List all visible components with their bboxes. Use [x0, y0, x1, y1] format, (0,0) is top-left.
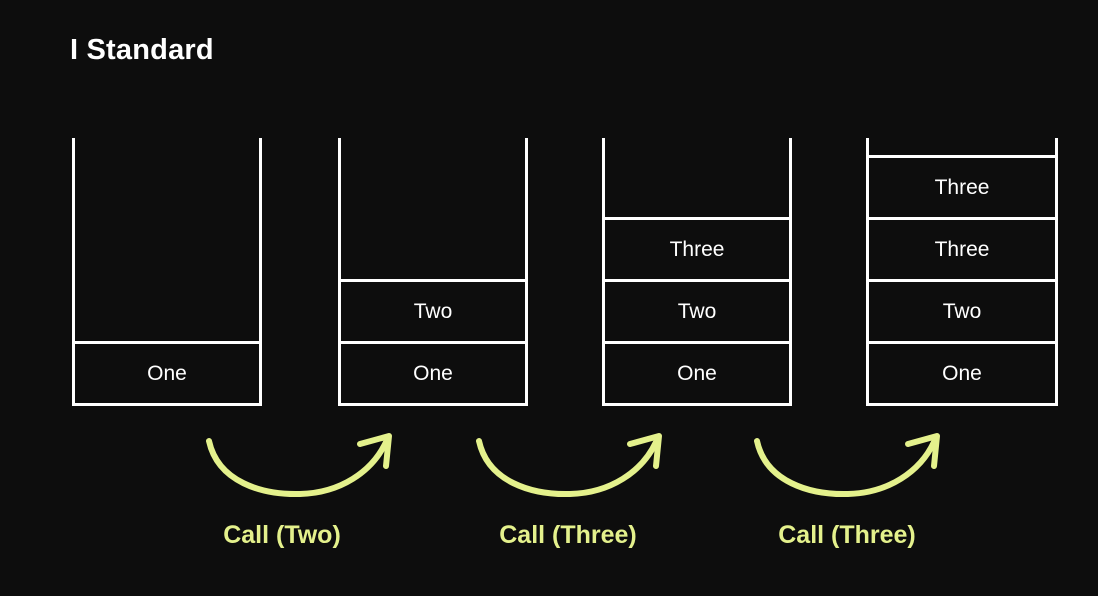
- stack-cell: Three: [869, 155, 1055, 217]
- transition-arrow-1: [200, 430, 400, 500]
- stack-cell: Three: [869, 217, 1055, 279]
- curved-arrow-icon: [754, 433, 940, 498]
- stack-cell: One: [341, 341, 525, 403]
- stack-4: Three Three Two One: [866, 138, 1058, 406]
- transition-caption-2: Call (Three): [499, 521, 637, 549]
- stack-2: Two One: [338, 138, 528, 406]
- stack-cell: One: [605, 341, 789, 403]
- transition-caption-3: Call (Three): [778, 521, 916, 549]
- curved-arrow-icon: [476, 433, 662, 498]
- stack-cell: Three: [605, 217, 789, 279]
- transition-arrow-2: [470, 430, 670, 500]
- page-title: I Standard: [70, 34, 214, 66]
- curved-arrow-icon: [206, 433, 392, 498]
- stack-1: One: [72, 138, 262, 406]
- stack-cell: One: [75, 341, 259, 403]
- stack-3: Three Two One: [602, 138, 792, 406]
- stack-cell: One: [869, 341, 1055, 403]
- transition-caption-1: Call (Two): [223, 521, 341, 549]
- stack-cell: Two: [869, 279, 1055, 341]
- stack-cell: Two: [341, 279, 525, 341]
- transition-arrow-3: [748, 430, 948, 500]
- stack-cell: Two: [605, 279, 789, 341]
